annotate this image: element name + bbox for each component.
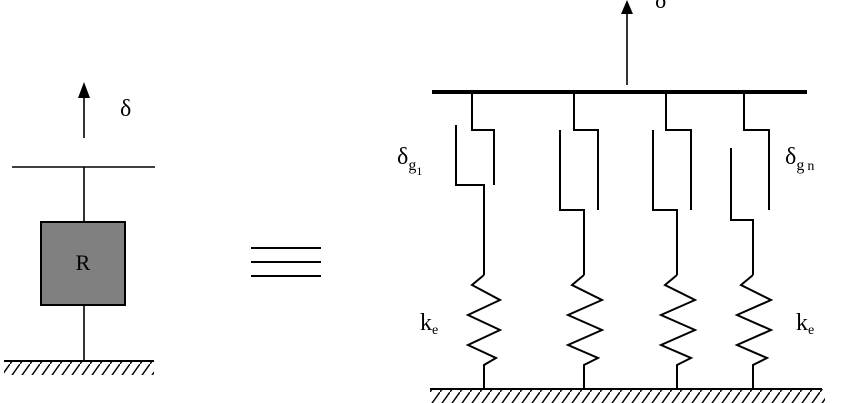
spring-label-left: ke xyxy=(420,310,438,338)
right-arrowhead xyxy=(621,0,633,14)
spring-2 xyxy=(565,274,605,389)
left-model: δ R xyxy=(4,82,155,375)
equivalence-symbol xyxy=(251,247,321,277)
resistance-block xyxy=(40,221,126,306)
gap-spring-element-4 xyxy=(730,92,774,389)
gap-label-first: δg1 xyxy=(397,144,422,178)
spring-label-right: ke xyxy=(796,310,814,338)
resistance-block-label: R xyxy=(76,250,91,275)
spring-1 xyxy=(465,274,503,389)
gap-spring-element-2 xyxy=(559,92,605,389)
right-delta-label: δ xyxy=(655,0,666,14)
gap-spring-element-3 xyxy=(652,92,698,389)
right-ground xyxy=(430,388,825,403)
spring-4 xyxy=(734,274,774,389)
spring-3 xyxy=(658,274,698,389)
right-model: δ xyxy=(397,0,825,403)
gap-spring-element-1 xyxy=(455,92,503,389)
left-delta-label: δ xyxy=(120,96,131,122)
left-ground xyxy=(4,360,154,375)
left-arrowhead xyxy=(78,82,90,98)
